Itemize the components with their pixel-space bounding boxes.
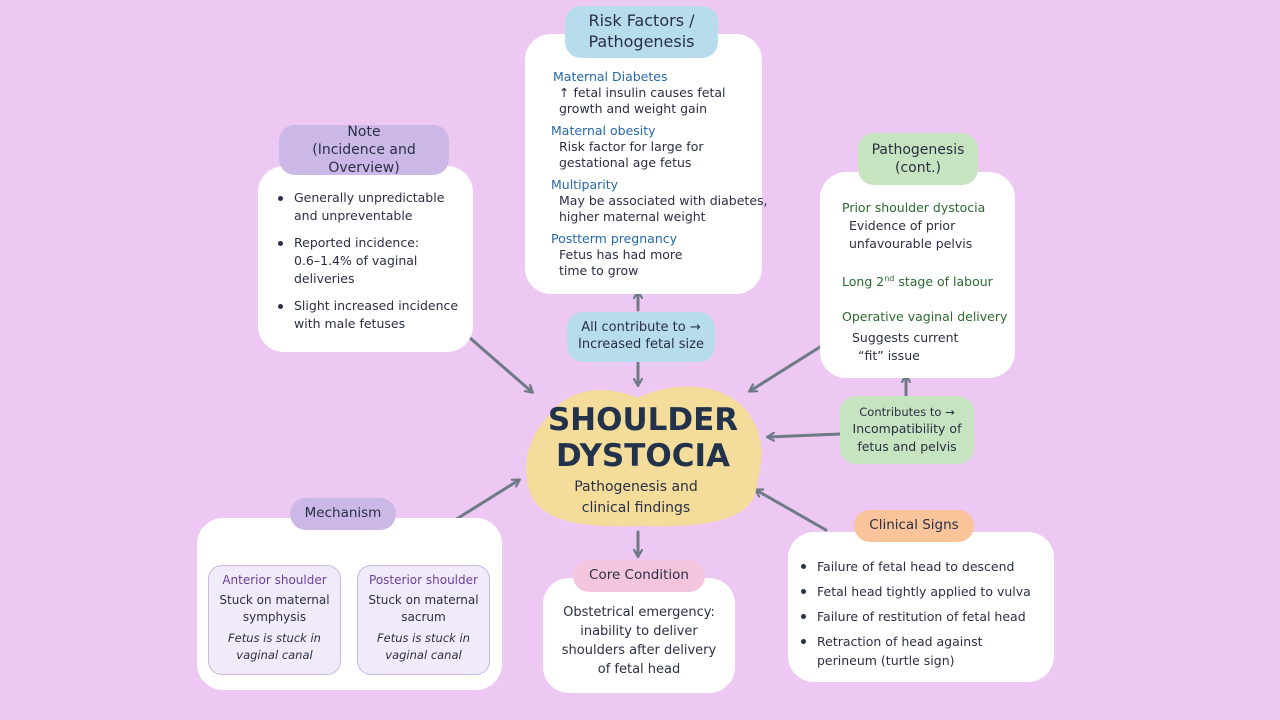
contribute-fetal-line2: Increased fetal size (578, 337, 704, 352)
note-bullet-line: and unpreventable (294, 208, 413, 223)
pathogenesis-item2-sup: nd (884, 274, 895, 283)
center-subtitle-line2: clinical findings (581, 500, 691, 516)
posterior-shoulder-box: Posterior shoulder Stuck on maternal sac… (357, 565, 490, 675)
note-bullet-list: Generally unpredictable and unpreventabl… (276, 189, 458, 333)
contribute-pelvis-pill: Contributes to → Incompatibility of fetu… (840, 396, 974, 464)
arrow-incompatibility-to-center (768, 434, 842, 437)
core-condition-header-label: Core Condition (589, 567, 689, 584)
pathogenesis-item-line: Suggests current (852, 330, 959, 346)
contribute-fetal-size-pill: All contribute to → Increased fetal size (567, 312, 715, 362)
pathogenesis-item-line: “fit” issue (858, 348, 920, 364)
anterior-shoulder-title: Anterior shoulder (222, 573, 327, 587)
note-bullet-line: with male fetuses (294, 316, 406, 331)
clinical-signs-card (788, 532, 1054, 682)
core-condition-header: Core Condition (573, 560, 705, 592)
clinical-signs-list: Failure of fetal head to descend Fetal h… (799, 557, 1031, 670)
note-card (258, 166, 473, 352)
note-bullet: Slight increased incidence with male fet… (276, 297, 458, 333)
risk-item-line: Risk factor for large for (559, 139, 704, 154)
clinical-sign-bullet: Failure of fetal head to descend (799, 557, 1031, 576)
note-bullet-line: Generally unpredictable (294, 190, 445, 205)
core-condition-line: Obstetrical emergency: (563, 605, 715, 620)
center-blob (526, 386, 762, 527)
mechanism-header-label: Mechanism (304, 505, 382, 522)
risk-factors-list: Maternal Diabetes ↑ fetal insulin causes… (551, 69, 768, 279)
posterior-shoulder-title: Posterior shoulder (369, 573, 478, 587)
pathogenesis-cont-list: Prior shoulder dystocia Evidence of prio… (842, 199, 1007, 365)
anterior-shoulder-box: Anterior shoulder Stuck on maternal symp… (208, 565, 341, 675)
arrow-pathogenesis-to-center (750, 345, 822, 391)
anterior-shoulder-note: vaginal canal (236, 648, 313, 662)
center-title-line1: SHOULDER (547, 402, 739, 438)
note-bullet: Reported incidence: 0.6–1.4% of vaginal … (276, 234, 458, 288)
pathogenesis-item-title: Operative vaginal delivery (842, 309, 1008, 325)
clinical-sign-line: Retraction of head against (817, 634, 983, 649)
note-header: Note (Incidence and Overview) (279, 123, 449, 177)
risk-item-line: time to grow (559, 263, 639, 278)
risk-item-line: gestational age fetus (559, 155, 692, 170)
arrow-note-to-center (468, 336, 532, 392)
anterior-shoulder-line: Stuck on maternal (219, 593, 330, 607)
pathogenesis-cont-header: Pathogenesis (cont.) (858, 133, 978, 185)
risk-factors-header-line1: Risk Factors / (588, 11, 695, 31)
contribute-pelvis-line1: Contributes to → (859, 404, 955, 419)
pathogenesis-item-title: Long 2nd stage of labour (842, 270, 1007, 291)
core-condition-line: of fetal head (597, 662, 681, 677)
risk-item-title: Multiparity (551, 177, 619, 192)
risk-item-title: Postterm pregnancy (551, 231, 678, 246)
risk-factors-card (525, 34, 762, 294)
clinical-sign-line: perineum (turtle sign) (817, 653, 955, 668)
risk-factors-header-line2: Pathogenesis (588, 32, 695, 51)
core-condition-text: Obstetrical emergency: inability to deli… (543, 603, 735, 679)
posterior-shoulder-line: sacrum (401, 610, 446, 624)
anterior-shoulder-line: symphysis (242, 610, 307, 624)
contribute-pelvis-line2: Incompatibility of (852, 421, 962, 437)
clinical-sign-line: Failure of restitution of fetal head (817, 609, 1026, 624)
risk-item-line: higher maternal weight (559, 209, 706, 224)
core-condition-card (543, 578, 735, 693)
clinical-sign-bullet: Retraction of head against perineum (tur… (799, 632, 1031, 670)
mechanism-header: Mechanism (290, 498, 396, 530)
posterior-shoulder-line: Stuck on maternal (368, 593, 479, 607)
core-condition-line: inability to deliver (580, 624, 698, 639)
anterior-shoulder-note: Fetus is stuck in (228, 631, 321, 645)
center-title-line2: DYSTOCIA (555, 438, 731, 474)
clinical-signs-header: Clinical Signs (854, 510, 974, 542)
pathogenesis-item-line: Evidence of prior (849, 218, 956, 233)
risk-item-line: May be associated with diabetes, (559, 193, 768, 208)
arrow-mechanism-to-center (453, 480, 519, 522)
posterior-shoulder-note: vaginal canal (385, 648, 462, 662)
note-bullet-line: Reported incidence: (294, 235, 420, 250)
clinical-sign-line: Failure of fetal head to descend (817, 559, 1015, 574)
center-subtitle-line1: Pathogenesis and (574, 479, 698, 495)
core-condition-line: shoulders after delivery (561, 643, 717, 658)
risk-item-line: ↑ fetal insulin causes fetal (559, 85, 726, 100)
pathogenesis-cont-card (820, 172, 1015, 378)
pathogenesis-item2-pre: Long 2 (842, 274, 885, 290)
risk-item-line: growth and weight gain (559, 101, 708, 116)
note-header-line2: (Incidence and Overview) (312, 141, 416, 177)
arrow-clinical-to-center (756, 490, 828, 532)
clinical-sign-bullet: Failure of restitution of fetal head (799, 607, 1031, 626)
pathogenesis-item-line: unfavourable pelvis (849, 236, 973, 251)
clinical-signs-header-label: Clinical Signs (869, 517, 959, 534)
pathogenesis-item2-post: stage of labour (894, 274, 993, 290)
clinical-sign-line: Fetal head tightly applied to vulva (817, 584, 1031, 599)
posterior-shoulder-note: Fetus is stuck in (377, 631, 470, 645)
contribute-pelvis-line3: fetus and pelvis (857, 439, 957, 455)
note-bullet: Generally unpredictable and unpreventabl… (276, 189, 458, 225)
risk-item-title: Maternal Diabetes (553, 69, 668, 84)
note-bullet-line: 0.6–1.4% of vaginal (294, 253, 418, 268)
risk-factors-header: Risk Factors / Pathogenesis (565, 6, 718, 58)
contribute-fetal-line1: All contribute to → (581, 320, 701, 336)
note-bullet-line: Slight increased incidence (294, 298, 459, 313)
risk-item-title: Maternal obesity (551, 123, 656, 138)
risk-item-line: Fetus has had more (559, 247, 683, 262)
pathogenesis-header-line2: (cont.) (895, 160, 941, 176)
note-bullet-line: deliveries (294, 271, 355, 286)
note-header-line1: Note (347, 123, 381, 140)
pathogenesis-item-title: Prior shoulder dystocia (842, 200, 986, 215)
clinical-sign-bullet: Fetal head tightly applied to vulva (799, 582, 1031, 601)
pathogenesis-header-line1: Pathogenesis (871, 141, 965, 158)
